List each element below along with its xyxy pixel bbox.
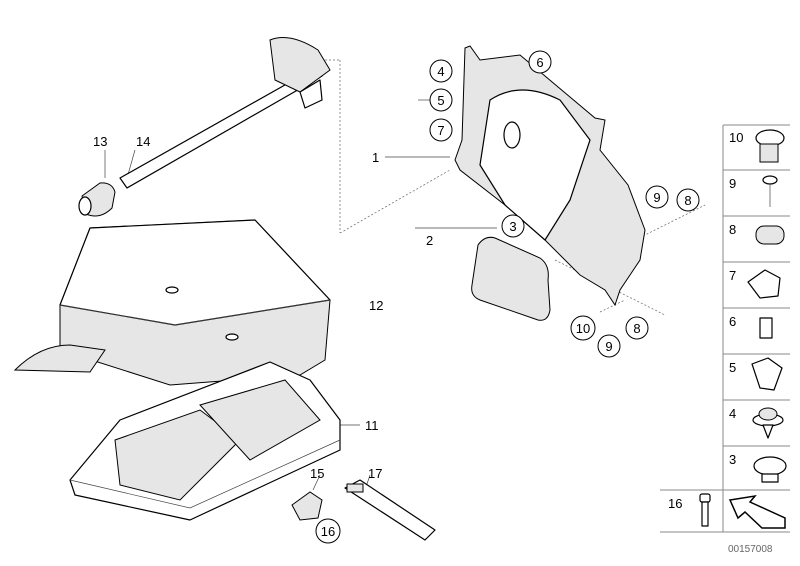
label-2: 2 (426, 233, 433, 248)
callout-3: 3 (501, 214, 525, 238)
legend-label-9: 9 (729, 176, 736, 191)
diagram-code: 00157008 (728, 544, 773, 555)
legend-label-10: 10 (729, 130, 743, 145)
label-11: 11 (365, 418, 379, 433)
callout-6: 6 (528, 50, 552, 74)
callout-7: 7 (429, 118, 453, 142)
callout-4: 4 (429, 59, 453, 83)
label-12: 12 (369, 298, 383, 313)
callout-8: 8 (676, 188, 700, 212)
callout-8-lower: 8 (625, 316, 649, 340)
clip-7-icon (747, 269, 781, 299)
knob-part-13 (78, 182, 116, 217)
direction-arrow-icon (728, 494, 786, 529)
callout-5: 5 (429, 88, 453, 112)
legend-label-8: 8 (729, 222, 736, 237)
svg-text:16: 16 (321, 524, 335, 539)
floor-tray-part-11 (69, 361, 341, 521)
legend-label-3: 3 (729, 452, 736, 467)
svg-text:9: 9 (653, 190, 660, 205)
label-15: 15 (310, 466, 324, 481)
storage-cover-part-2 (471, 236, 551, 321)
clip-6-icon (759, 317, 773, 339)
legend-label-6: 6 (729, 314, 736, 329)
rod-part-14 (119, 37, 331, 189)
svg-text:8: 8 (633, 321, 640, 336)
svg-text:7: 7 (437, 123, 444, 138)
callout-16: 16 (315, 518, 341, 544)
bolt-icon (699, 493, 711, 527)
plug-clip-icon (755, 129, 785, 163)
legend-label-4: 4 (729, 406, 736, 421)
callout-10: 10 (570, 315, 596, 341)
callout-9: 9 (645, 185, 669, 209)
screw-icon (762, 175, 778, 207)
clip-5-icon (751, 357, 783, 391)
parcel-shelf-part-12 (13, 219, 331, 386)
legend-label-7: 7 (729, 268, 736, 283)
svg-text:5: 5 (437, 93, 444, 108)
label-17: 17 (368, 466, 382, 481)
plain-labels: 1 2 12 11 13 14 15 17 (93, 134, 433, 481)
svg-text:10: 10 (576, 321, 590, 336)
label-13: 13 (93, 134, 107, 149)
parts-legend: 10 9 8 7 6 5 4 3 16 00157008 (660, 124, 790, 555)
svg-text:9: 9 (605, 339, 612, 354)
round-clip-icon (753, 456, 787, 483)
svg-text:4: 4 (437, 64, 444, 79)
oval-plug-icon (755, 225, 785, 245)
svg-text:3: 3 (509, 219, 516, 234)
svg-text:6: 6 (536, 55, 543, 70)
legend-label-16: 16 (668, 496, 682, 511)
circled-labels: 4 5 7 6 3 9 8 10 9 8 16 (315, 50, 700, 544)
label-14: 14 (136, 134, 150, 149)
push-rivet-icon (752, 407, 784, 439)
callout-9-lower: 9 (597, 334, 621, 358)
label-1: 1 (372, 150, 379, 165)
legend-label-5: 5 (729, 360, 736, 375)
bracket-part-15 (291, 491, 323, 521)
svg-text:8: 8 (684, 193, 691, 208)
tool-part-17 (344, 479, 436, 541)
